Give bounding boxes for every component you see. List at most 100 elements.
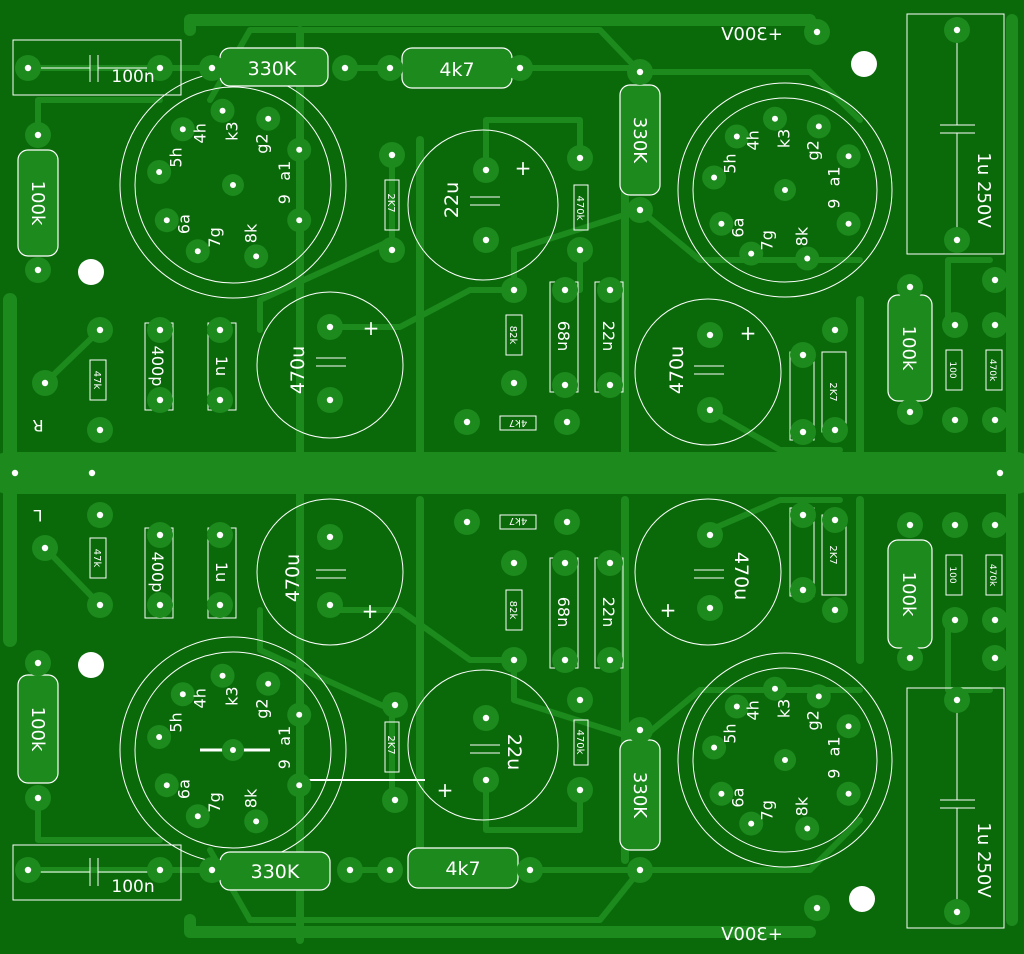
pad-drill <box>156 396 164 404</box>
tube-tl-inner <box>134 86 332 284</box>
pad-drill <box>326 323 334 331</box>
tube-pin-label: g2 <box>803 140 822 160</box>
tube-pin-label: 4h <box>744 700 763 720</box>
r-100k-tl-body <box>17 149 59 257</box>
pad-drill <box>96 426 104 434</box>
plus-470u-bl: + <box>362 599 379 623</box>
c-1u-top-outline <box>906 13 1005 255</box>
tube-pin-drill <box>219 672 226 679</box>
plus-470u-tr: + <box>740 321 757 345</box>
label-22n-bottom: 22n <box>599 597 618 628</box>
label-470u-tl: 470u <box>287 346 309 394</box>
label-1u-small-bottom: 1u <box>212 562 231 582</box>
tube-pin-drill <box>296 711 303 718</box>
r-470k-right-top-outline <box>985 349 1003 391</box>
r-470k-bottom-outline <box>573 719 589 766</box>
trace-b13 <box>327 607 517 663</box>
pad-drill <box>156 531 164 539</box>
label-330k-br: 330K <box>629 772 650 819</box>
pad-drill <box>216 601 224 609</box>
pad-drill <box>636 726 644 734</box>
trace-b6 <box>637 817 863 873</box>
tube-pin-label: k3 <box>223 121 242 140</box>
trace-t9 <box>511 207 643 293</box>
label-1u-250v-top: 1u 250V <box>973 152 994 228</box>
pad-drill <box>516 64 524 72</box>
trace-t7 <box>483 117 583 173</box>
label-100k-tr: 100k <box>898 326 919 371</box>
pad-drill <box>906 408 914 416</box>
tube-pin-drill <box>748 820 755 827</box>
pad-drill <box>636 68 644 76</box>
pad-drill <box>41 544 49 552</box>
pad-drill <box>799 586 807 594</box>
pad-drill <box>526 866 534 874</box>
silkscreen-outlines <box>12 13 1005 929</box>
label-22u-bottom: 22u <box>503 734 525 770</box>
label-330k-top: 330K <box>248 58 297 80</box>
pad-drill <box>636 206 644 214</box>
pad-drill <box>951 616 959 624</box>
plus-470u-br: + <box>660 598 677 622</box>
r-470k-right-bottom-outline <box>985 554 1003 596</box>
pad-drill <box>463 518 471 526</box>
tube-pin-drill <box>253 818 260 825</box>
c-22u-bottom-outline <box>407 669 559 821</box>
label-330k-bottom: 330K <box>251 861 300 883</box>
r-470k-top-outline <box>573 184 589 231</box>
tube-pin-label: 5h <box>720 723 739 743</box>
tube-pin-label: 8k <box>242 788 261 808</box>
pad-drill <box>706 531 714 539</box>
label-4k7-mid-top: 4k7 <box>509 417 528 428</box>
label-470u-br: 470u <box>730 552 752 600</box>
trace-b8 <box>257 607 395 803</box>
pad-drill <box>156 601 164 609</box>
pad-drill <box>561 559 569 567</box>
tube-pin-drill <box>771 685 778 692</box>
silk-text: +300V +300V R L 100n 100n 330K 330K 4k7 … <box>27 24 997 945</box>
pad-drill <box>951 321 959 329</box>
pad-drill <box>463 418 471 426</box>
tube-pin-drill <box>194 248 201 255</box>
tube-pin-label: a1 <box>275 726 294 746</box>
tube-pin-drill <box>804 255 811 262</box>
pad-drill <box>706 331 714 339</box>
tube-pin-label: 4h <box>191 123 210 143</box>
label-1u-small-top: 1u <box>212 356 231 376</box>
pad-drill <box>799 511 807 519</box>
pads <box>2 17 1013 925</box>
pad-drill <box>88 469 96 477</box>
tube-pin-label: 8k <box>242 223 261 243</box>
tube-pin-label: 7g <box>758 230 777 250</box>
c-470u-bl-outline <box>256 498 404 646</box>
label-100k-bl: 100k <box>27 707 48 752</box>
pad-drill <box>216 396 224 404</box>
tube-pin-drill <box>845 153 852 160</box>
pad-drill <box>34 659 42 667</box>
pad-drill <box>606 381 614 389</box>
r-2k7-top-outline <box>384 179 400 231</box>
r-4k7-mid-bottom-outline <box>499 514 537 530</box>
pad-drill <box>813 904 821 912</box>
label-68n-top: 68n <box>554 321 573 352</box>
pad-drill <box>953 236 961 244</box>
pad-drill <box>561 286 569 294</box>
tube-pin-label: g2 <box>253 133 272 153</box>
tube-pin-label: 6a <box>728 788 747 808</box>
tube-pin-drill <box>711 174 718 181</box>
tube-pin-label: 7g <box>205 227 224 247</box>
resistor-bodies <box>17 47 933 891</box>
trace-top-edge <box>184 14 816 36</box>
tube-pin-label: 5h <box>166 712 185 732</box>
tube-center-drill <box>230 182 236 188</box>
pad-drill <box>510 379 518 387</box>
trace-t14 <box>327 287 517 330</box>
pad-drill <box>24 866 32 874</box>
pad-drill <box>326 601 334 609</box>
tube-pin-drill <box>219 107 226 114</box>
pad-drill <box>606 559 614 567</box>
tube-pin-label: 5h <box>166 147 185 167</box>
tube-pin-drill <box>296 782 303 789</box>
pad-drill <box>576 246 584 254</box>
pad-drill <box>561 656 569 664</box>
